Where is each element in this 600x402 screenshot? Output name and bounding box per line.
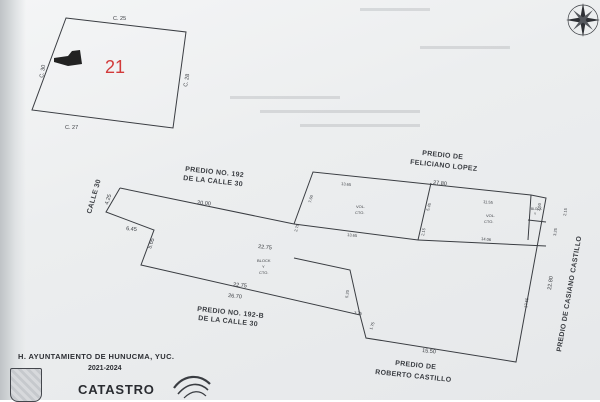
property-outline bbox=[105, 171, 547, 363]
neighbor-south-right-line1: PREDIO DE bbox=[395, 360, 437, 371]
dim-5-65: 5.65 bbox=[147, 238, 156, 250]
dim-13-65-top: 13.65 bbox=[341, 181, 352, 187]
dim-11-55: 11.55 bbox=[483, 199, 494, 205]
dim-2-15-right: 2.15 bbox=[562, 207, 568, 216]
room-1-sub: CTO. bbox=[355, 210, 364, 215]
room-2-name: VOL. bbox=[486, 213, 495, 218]
street-bottom-label: C. 27 bbox=[65, 125, 78, 131]
dim-1-75: 1.75 bbox=[368, 321, 376, 331]
property-location-marker bbox=[54, 50, 82, 66]
room-3-sub2: CTO. bbox=[259, 270, 268, 275]
dim-13-65-bottom: 13.65 bbox=[347, 232, 358, 238]
dimension-labels: 4.25 20.00 6.45 5.65 22.75 22.75 26.70 7… bbox=[104, 180, 568, 355]
dim-6-45: 6.45 bbox=[126, 226, 137, 233]
dim-15-50: 15.50 bbox=[422, 348, 436, 355]
street-left-label: C. 30 bbox=[39, 64, 47, 78]
dim-27-80: 27.80 bbox=[433, 180, 447, 187]
neighbor-north-right-line2: FELICIANO LOPEZ bbox=[410, 159, 478, 173]
catastro-logo-icon bbox=[173, 375, 211, 399]
room-2-sub: CTO. bbox=[484, 219, 493, 224]
room-4-sub: Y bbox=[534, 212, 537, 216]
dim-20-00: 20.00 bbox=[197, 200, 211, 207]
dim-7-60: 7.60 bbox=[307, 194, 314, 204]
administration-years: 2021-2024 bbox=[88, 365, 122, 372]
neighbor-north-right-line1: PREDIO DE bbox=[422, 150, 464, 161]
municipal-crest-icon bbox=[10, 368, 42, 402]
footer: H. AYUNTAMIENTO DE HUNUCMA, YUC. 2021-20… bbox=[0, 340, 600, 402]
dim-2-15: 2.15 bbox=[420, 227, 426, 236]
dim-26-70: 26.70 bbox=[228, 293, 242, 300]
dim-22-75-bottom: 22.75 bbox=[233, 282, 247, 289]
dim-14-06: 14.06 bbox=[481, 236, 492, 242]
street-top-label: C. 25 bbox=[113, 16, 126, 22]
dim-17-55: 17.55 bbox=[523, 297, 529, 308]
room-4-name: BLOCK bbox=[531, 207, 543, 211]
location-map: C. 25 C. 30 C. 28 C. 27 21 bbox=[31, 16, 191, 131]
department-name: CATASTRO bbox=[78, 382, 155, 397]
west-street-label: CALLE 30 bbox=[86, 179, 103, 215]
block-number: 21 bbox=[105, 57, 125, 77]
room-3-name: BLOCK bbox=[257, 258, 271, 263]
faded-background-text bbox=[230, 8, 510, 127]
dim-2-50: 2.50 bbox=[536, 202, 542, 211]
dim-3-25: 3.25 bbox=[552, 227, 558, 236]
street-right-label: C. 28 bbox=[183, 73, 191, 87]
dim-4-25: 4.25 bbox=[104, 194, 113, 206]
dim-22-80: 22.80 bbox=[547, 276, 555, 290]
neighbor-east: PREDIO DE CASIANO CASTILLO bbox=[556, 235, 583, 352]
dim-2-75: 2.75 bbox=[293, 223, 300, 233]
municipality-header: H. AYUNTAMIENTO DE HUNUCMA, YUC. bbox=[18, 352, 175, 361]
room-1-name: VOL. bbox=[356, 204, 365, 209]
room-labels: VOL. CTO. VOL. CTO. BLOCK Y CTO. BLOCK Y bbox=[257, 204, 543, 275]
north-arrow-icon bbox=[566, 3, 600, 37]
room-3-sub: Y bbox=[262, 264, 265, 269]
dim-22-75-top: 22.75 bbox=[258, 244, 272, 251]
dim-3-75: 3.75 bbox=[354, 310, 363, 316]
dim-5-20: 5.20 bbox=[344, 289, 350, 298]
dim-5-45: 5.45 bbox=[425, 202, 432, 212]
